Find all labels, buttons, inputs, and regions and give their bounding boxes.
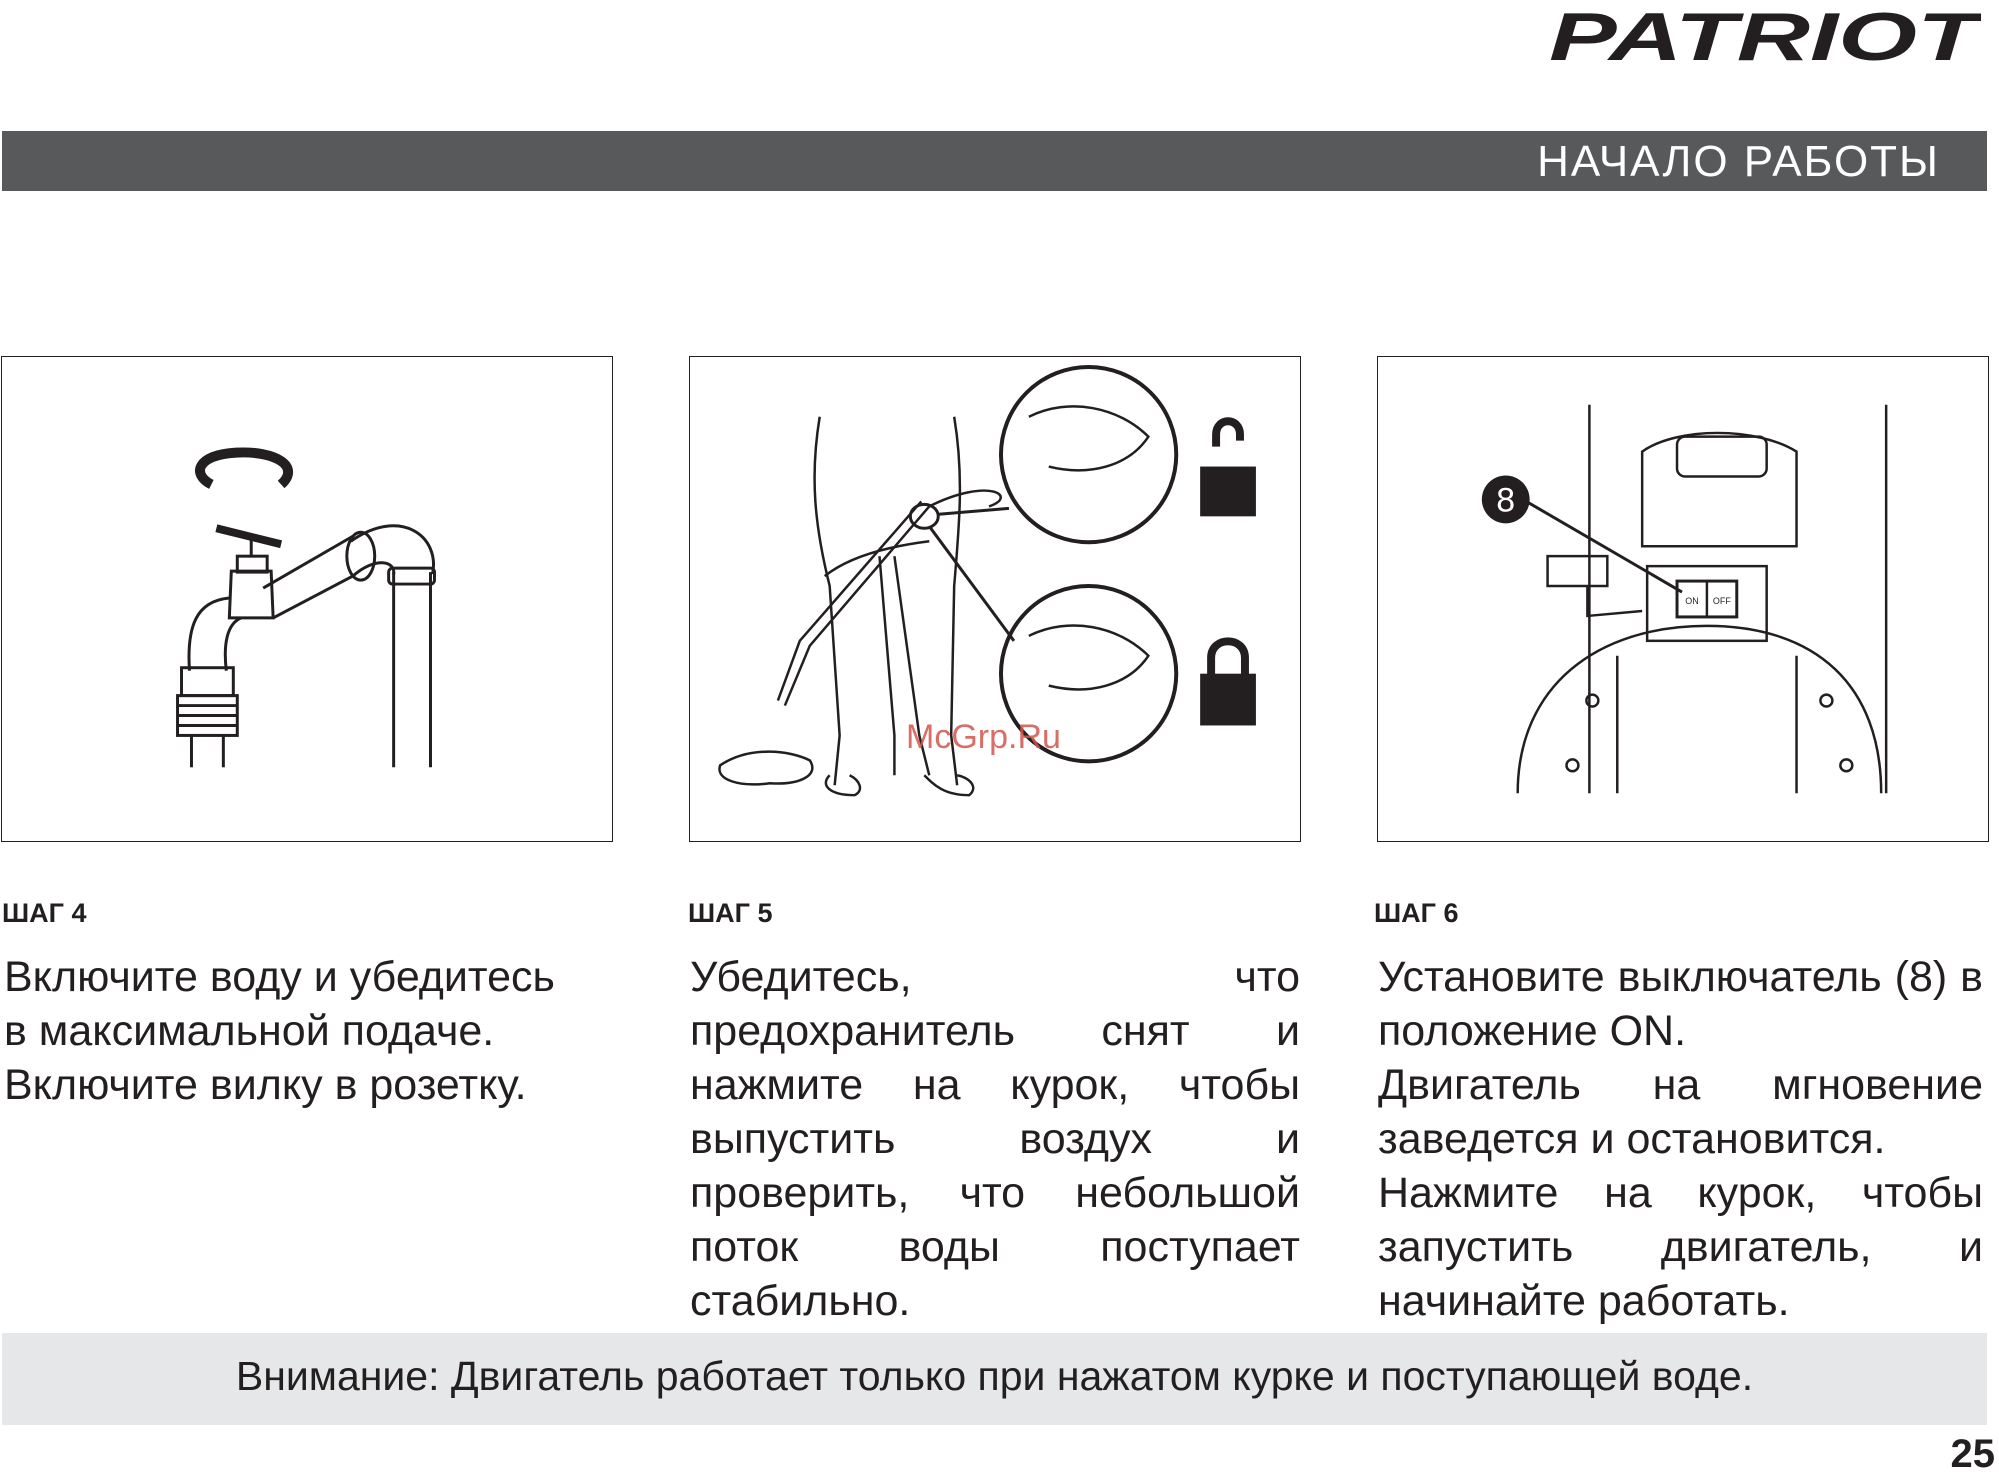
warning-text: Внимание: Двигатель работает только при … [235,1353,1754,1399]
section-title: НАЧАЛО РАБОТЫ [1537,137,1940,186]
step5-label: ШАГ 5 [688,898,773,928]
switch-off-label: OFF [1713,596,1731,606]
watermark: McGrp.Ru [906,718,1061,756]
step4-illustration [1,356,613,842]
step5-illustration [689,356,1301,842]
step4-line: Включите воду и убедитесь [4,953,555,1001]
step6-paragraph: Двигатель на мгновение заведется и остан… [1378,1061,1983,1163]
step6-paragraph: Нажмите на курок, чтобы запустить двигат… [1378,1169,1983,1325]
logo-text: PATRIOT [1549,0,1981,70]
machine-switch-illustration: ON OFF 8 [1481,404,1888,794]
step5-paragraph: Убедитесь, что предохранитель снят и наж… [690,953,1300,1325]
step6-paragraph: Установите выключатель (8) в положение O… [1378,953,1983,1055]
step6-text: Установите выключатель (8) в положение O… [1378,950,1983,1328]
unlocked-padlock-icon [1200,417,1256,517]
step4-line: Включите вилку в розетку. [4,1061,527,1109]
step4-text: Включите воду и убедитесь в максимальной… [4,950,624,1112]
callout-number: 8 [1496,481,1515,519]
step5-text: Убедитесь, что предохранитель снят и наж… [690,950,1300,1328]
step4-line: в максимальной подаче. [4,1007,495,1055]
spray-gun-illustration [718,364,1256,797]
warning-band: Внимание: Двигатель работает только при … [2,1333,1987,1425]
callout-badge: 8 [1481,475,1530,524]
step6-illustration: ON OFF 8 [1377,356,1989,842]
page-number: 25 [1950,1432,1996,1476]
locked-padlock-icon [1200,637,1256,726]
step4-label: ШАГ 4 [2,898,87,928]
section-header-band: НАЧАЛО РАБОТЫ [2,131,1987,191]
tap-illustration [176,447,436,768]
switch-on-label: ON [1685,596,1698,606]
patriot-logo: PATRIOT [1549,0,1981,70]
step6-label: ШАГ 6 [1374,898,1459,928]
